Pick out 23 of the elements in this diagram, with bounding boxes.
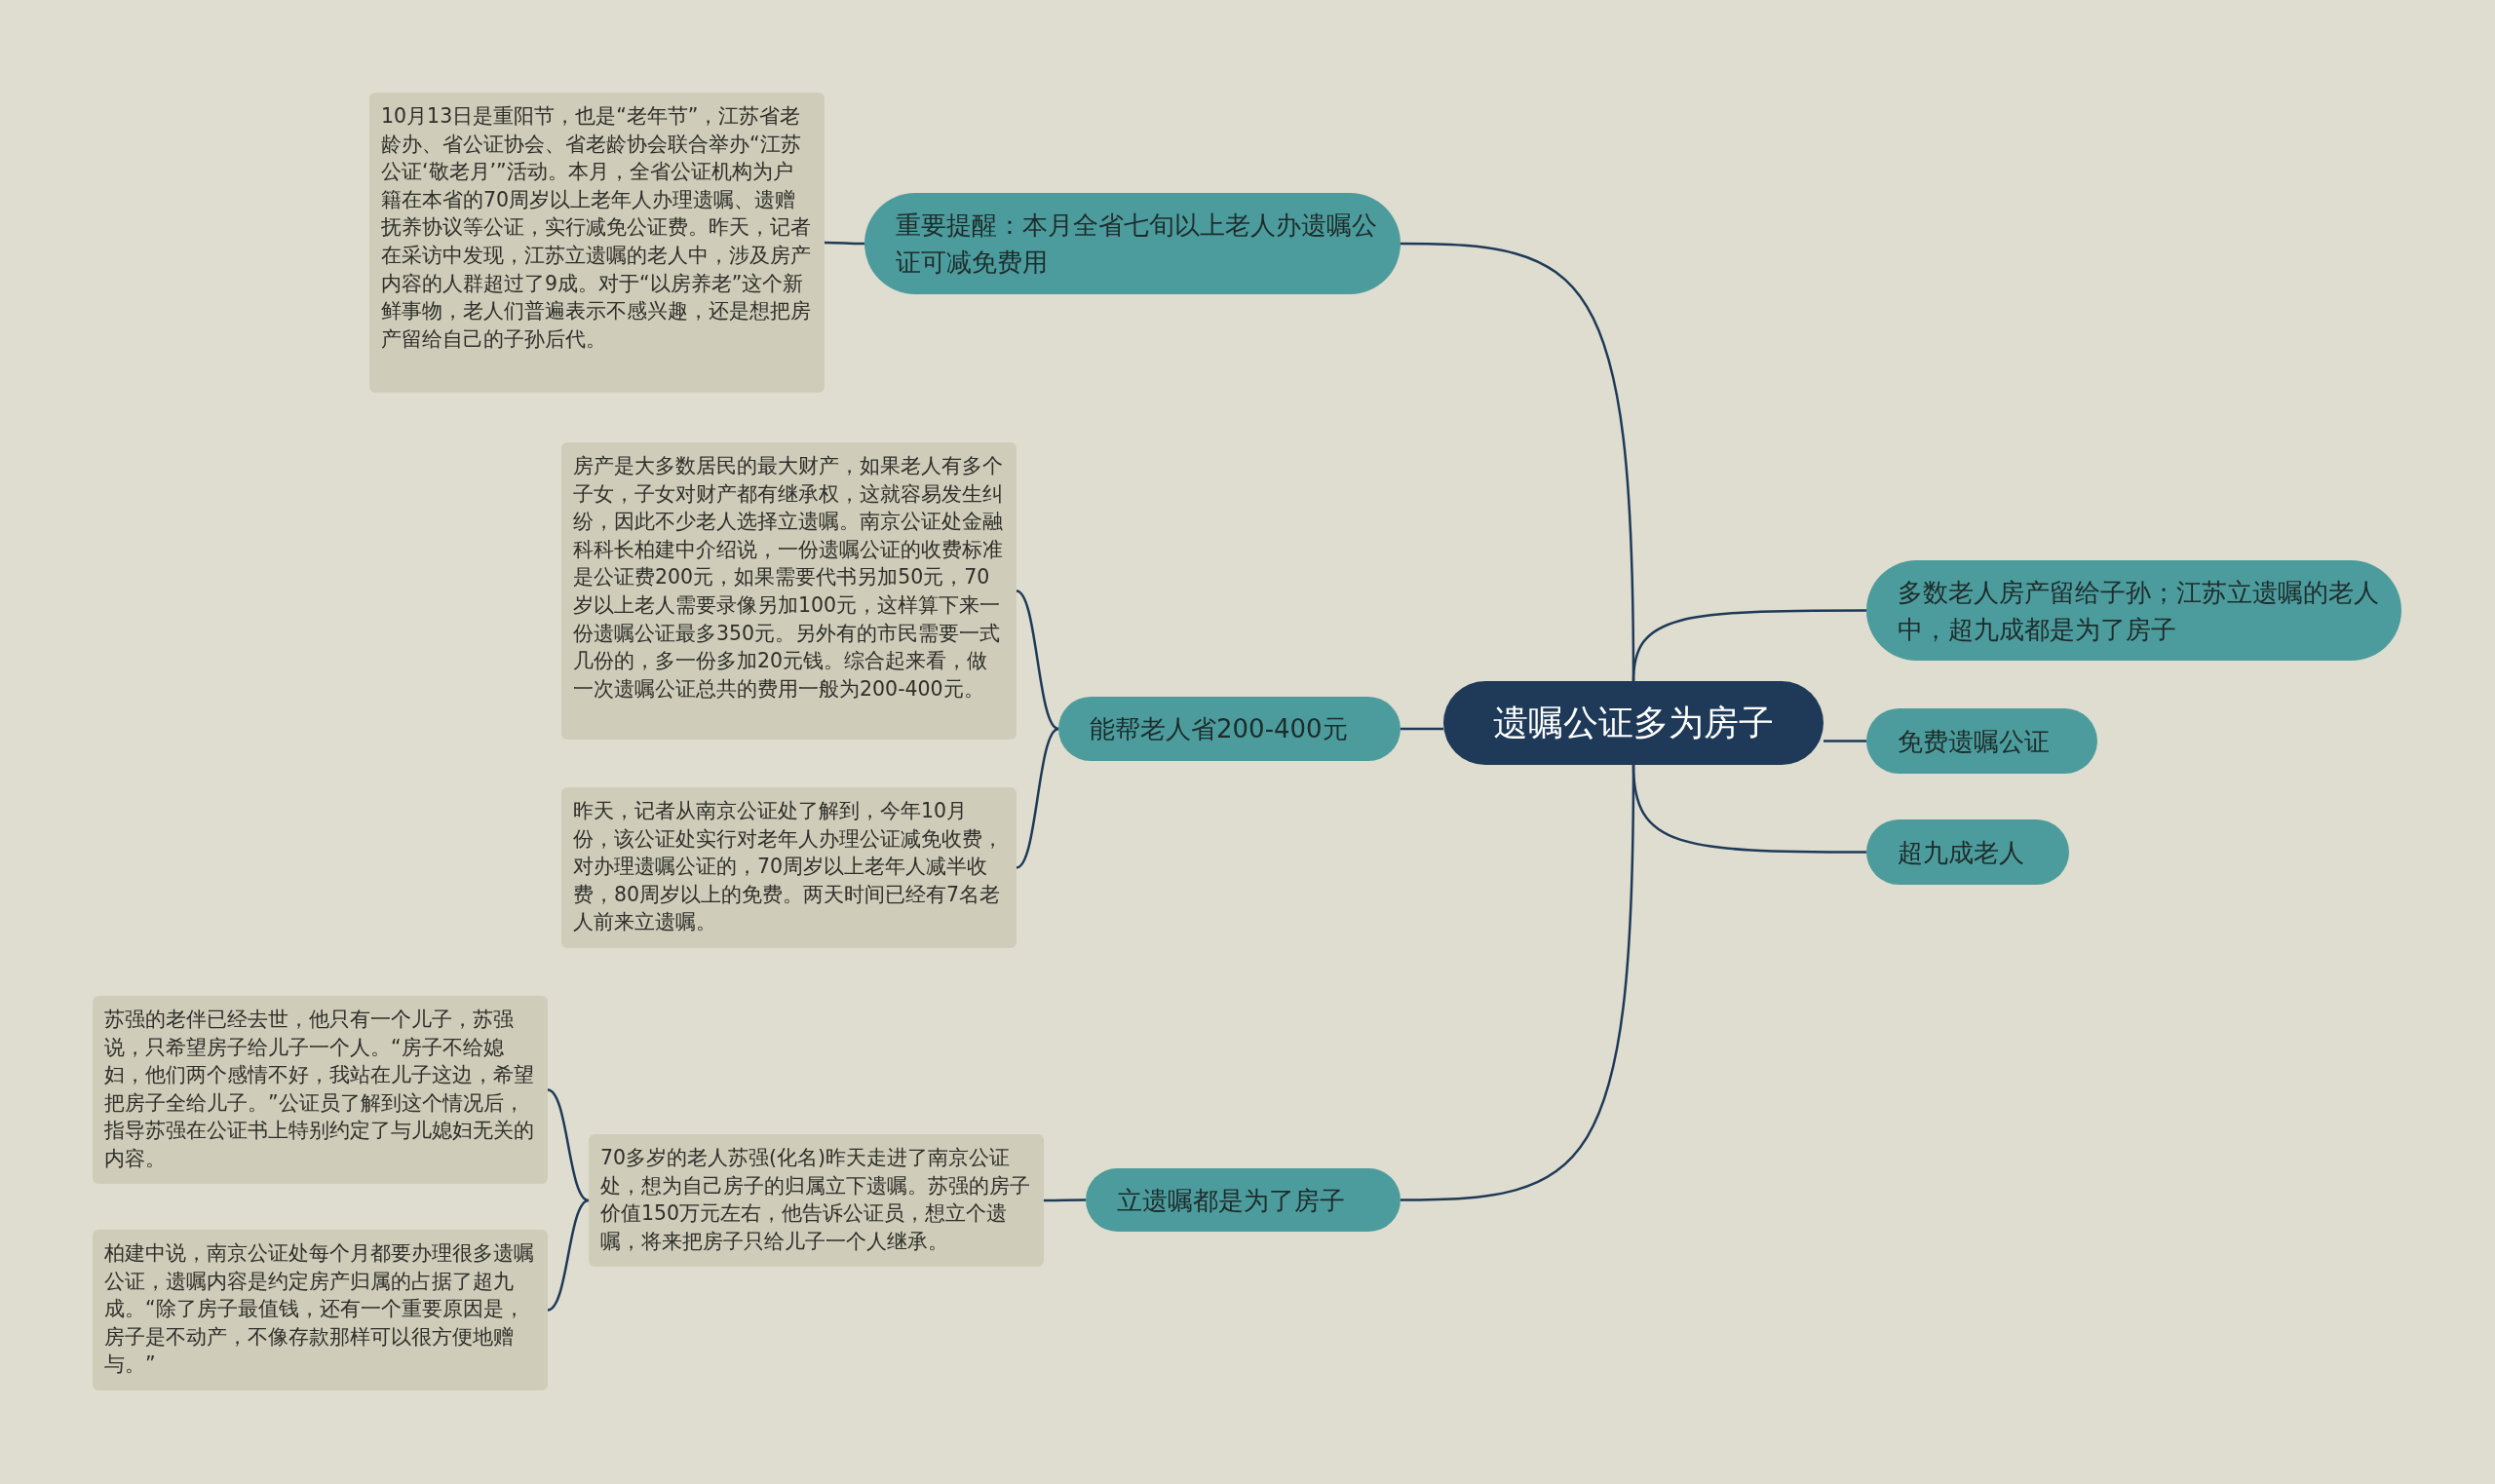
connector-line bbox=[547, 1088, 590, 1202]
topic-pill: 重要提醒：本月全省七旬以上老人办遗嘱公证可减免费用 bbox=[864, 193, 1401, 294]
connector-line bbox=[1823, 740, 1866, 742]
connector-line bbox=[1631, 609, 1866, 682]
central-topic: 遗嘱公证多为房子 bbox=[1443, 681, 1823, 765]
note-card: 苏强的老伴已经去世，他只有一个儿子，苏强说，只希望房子给儿子一个人。“房子不给媳妇，他们两个感情不好，我站在儿子这边，希望把房子全给儿子。”公证员了解到这个情况后，指导苏强在公证书上特别约定了与儿媳妇无关的内容。 bbox=[93, 996, 548, 1184]
note-card: 昨天，记者从南京公证处了解到，今年10月份，该公证处实行对老年人办理公证减免收费，对办理遗嘱公证的，70周岁以上老年人减半收费，80周岁以上的免费。两天时间已经有7名老人前来立遗嘱。 bbox=[561, 787, 1017, 948]
topic-pill: 免费遗嘱公证 bbox=[1866, 708, 2097, 774]
note-card: 70多岁的老人苏强(化名)昨天走进了南京公证处，想为自己房子的归属立下遗嘱。苏强的房子价值150万元左右，他告诉公证员，想立个遗嘱，将来把房子只给儿子一个人继承。 bbox=[589, 1134, 1044, 1267]
connector-line bbox=[1016, 727, 1059, 869]
topic-pill: 超九成老人 bbox=[1866, 819, 2069, 885]
note-card: 房产是大多数居民的最大财产，如果老人有多个子女，子女对财产都有继承权，这就容易发生纠纷，因此不少老人选择立遗嘱。南京公证处金融科科长柏建中介绍说，一份遗嘱公证的收费标准是公证费200元，如果需要代书另加50元，70岁以上老人需要录像另加100元，这样算下来一份遗嘱公证最多350元。另外有的市民需要一式几份的，多一份多加20元钱。综合起来看，做一次遗嘱公证总共的费用一般为200-400元。 bbox=[561, 442, 1017, 740]
connector-line bbox=[825, 241, 864, 246]
topic-pill: 多数老人房产留给子孙；江苏立遗嘱的老人中，超九成都是为了房子 bbox=[1866, 560, 2401, 661]
connector-line bbox=[1016, 590, 1059, 731]
topic-pill: 能帮老人省200-400元 bbox=[1058, 697, 1401, 761]
topic-pill: 立遗嘱都是为了房子 bbox=[1086, 1168, 1401, 1232]
connector-line bbox=[1044, 1199, 1086, 1202]
note-card: 柏建中说，南京公证处每个月都要办理很多遗嘱公证，遗嘱内容是约定房产归属的占据了超九成。“除了房子最值钱，还有一个重要原因是，房子是不动产，不像存款那样可以很方便地赠与。” bbox=[93, 1230, 548, 1390]
connector-line bbox=[1631, 764, 1866, 854]
connector-line bbox=[1401, 727, 1443, 731]
connector-line bbox=[547, 1199, 590, 1312]
note-card: 10月13日是重阳节，也是“老年节”，江苏省老龄办、省公证协会、省老龄协会联合举办“江苏公证‘敬老月’”活动。本月，全省公证机构为户籍在本省的70周岁以上老年人办理遗嘱、遗赠抚养协议等公证，实行减免公证费。昨天，记者在采访中发现，江苏立遗嘱的老人中，涉及房产内容的人群超过了9成。对于“以房养老”这个新鲜事物，老人们普遍表示不感兴趣，还是想把房产留给自己的子孙后代。 bbox=[369, 93, 825, 393]
